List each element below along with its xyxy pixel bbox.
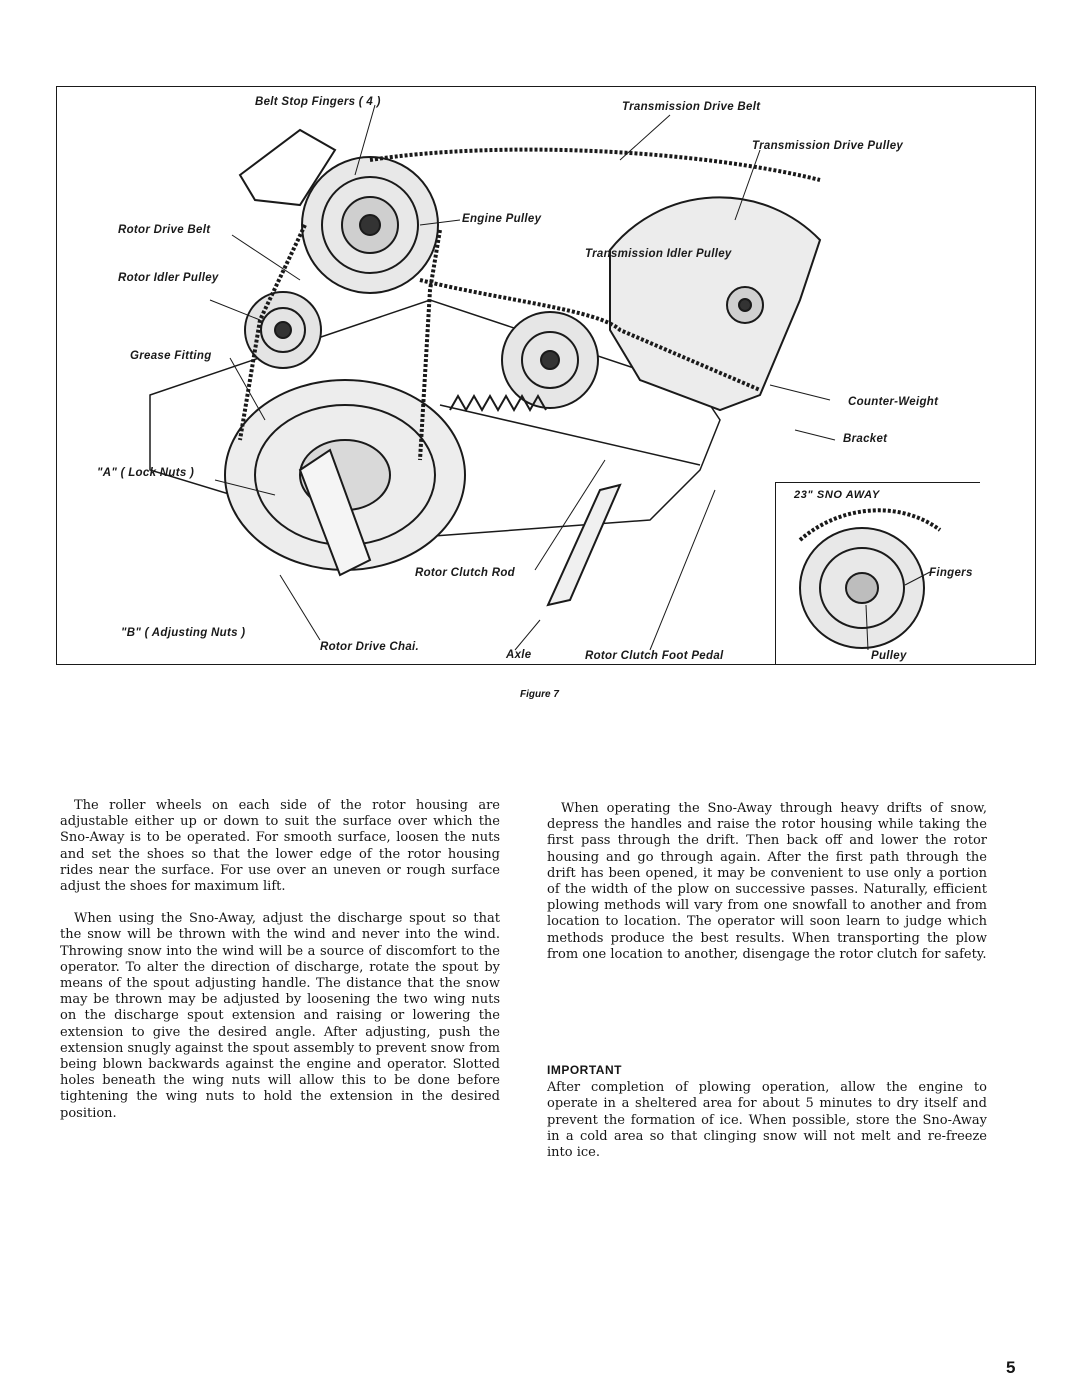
label-rotor-drive-belt: Rotor Drive Belt xyxy=(118,224,211,236)
inset-23-sno-away: 23" SNO AWAY Fingers Pulley xyxy=(775,482,980,665)
transmission-drive-belt xyxy=(369,147,821,392)
important-text: After completion of plowing operation, a… xyxy=(547,1080,987,1161)
inset-label-pulley: Pulley xyxy=(871,650,907,662)
axle-shaft xyxy=(546,483,622,607)
label-grease-fitting: Grease Fitting xyxy=(130,350,212,362)
label-rotor-idler-pulley: Rotor Idler Pulley xyxy=(118,272,219,284)
rotor-shaft xyxy=(298,448,372,577)
label-belt-stop-fingers: Belt Stop Fingers ( 4 ) xyxy=(255,96,381,108)
left-column: The roller wheels on each side of the ro… xyxy=(60,798,500,1138)
label-adjusting-nuts: "B" ( Adjusting Nuts ) xyxy=(121,627,246,639)
rotor-drive-pulley xyxy=(224,379,466,571)
figure-7-frame xyxy=(56,86,1036,665)
inset-pulley-drawing xyxy=(798,508,942,651)
figure-caption: Figure 7 xyxy=(520,689,559,700)
inset-title: 23" SNO AWAY xyxy=(794,489,880,501)
label-bracket: Bracket xyxy=(843,433,888,445)
paragraph-roller-wheels: The roller wheels on each side of the ro… xyxy=(60,798,500,895)
important-block: IMPORTANT After completion of plowing op… xyxy=(547,1062,987,1161)
important-heading: IMPORTANT xyxy=(547,1063,622,1077)
label-lock-nuts: "A" ( Lock Nuts ) xyxy=(97,467,195,479)
label-rotor-clutch-foot-pedal: Rotor Clutch Foot Pedal xyxy=(585,650,724,662)
label-rotor-drive-chain: Rotor Drive Chai. xyxy=(320,641,420,653)
page-number: 5 xyxy=(1006,1358,1016,1377)
engine-pulley xyxy=(301,156,439,294)
label-transmission-drive-pulley: Transmission Drive Pulley xyxy=(752,140,904,152)
paragraph-discharge-spout: When using the Sno-Away, adjust the disc… xyxy=(60,911,500,1121)
label-transmission-idler-pulley: Transmission Idler Pulley xyxy=(585,248,732,260)
transmission-drive-pulley xyxy=(609,196,822,412)
label-counter-weight: Counter-Weight xyxy=(848,396,939,408)
upper-housing xyxy=(238,128,337,207)
right-column: When operating the Sno-Away through heav… xyxy=(547,801,987,979)
sno-away-drive-diagram xyxy=(149,104,942,651)
label-transmission-drive-belt: Transmission Drive Belt xyxy=(622,101,761,113)
transmission-idler-pulley xyxy=(501,311,599,409)
label-rotor-clutch-rod: Rotor Clutch Rod xyxy=(415,567,515,579)
inset-label-fingers: Fingers xyxy=(929,567,973,579)
label-axle: Axle xyxy=(506,649,532,661)
clutch-spring xyxy=(449,393,547,413)
clutch-rod-line xyxy=(439,404,701,466)
paragraph-heavy-drifts: When operating the Sno-Away through heav… xyxy=(547,801,987,962)
label-engine-pulley: Engine Pulley xyxy=(462,213,542,225)
